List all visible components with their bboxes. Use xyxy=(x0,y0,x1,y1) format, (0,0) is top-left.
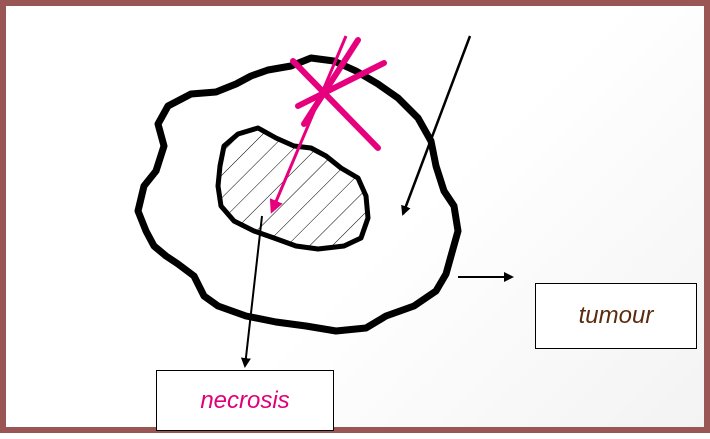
necrosis-pointer-arrow xyxy=(245,216,262,366)
tumour-label-box: tumour xyxy=(535,283,697,349)
necrosis-label: necrosis xyxy=(200,387,289,415)
necrosis-core xyxy=(218,128,368,249)
penetration-arrow xyxy=(403,36,470,214)
diagram-canvas xyxy=(6,6,710,439)
necrosis-label-box: necrosis xyxy=(156,370,334,431)
tumour-label: tumour xyxy=(579,302,654,330)
